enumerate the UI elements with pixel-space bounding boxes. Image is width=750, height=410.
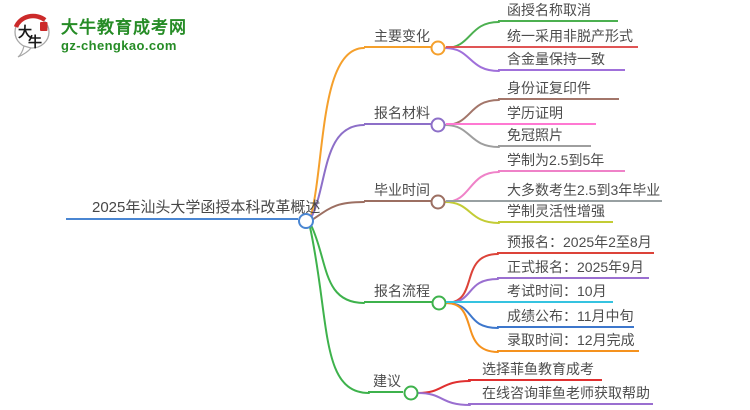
- leaf-advice-1: 选择菲鱼教育成考: [468, 360, 602, 381]
- leaf-materials-2: 学历证明: [446, 104, 596, 125]
- connector-main-changes-3: [444, 47, 500, 72]
- logo-char-bottom: 牛: [28, 34, 42, 50]
- connector-process-4: [445, 302, 499, 329]
- leaf-advice-2: 在线咨询菲鱼老师获取帮助: [468, 384, 653, 405]
- connector-root-to-advice: [309, 226, 370, 394]
- logo-bubble-icon: 大 牛: [13, 13, 50, 58]
- connector-graduation-3: [444, 201, 500, 224]
- leaf-process-3: 考试时间：10月: [446, 282, 613, 303]
- leaf-graduation-1: 学制为2.5到5年: [498, 151, 625, 172]
- connector-root-to-materials: [310, 124, 365, 219]
- branch-main-changes: 主要变化: [364, 27, 431, 48]
- graduation-junction-circle: [430, 194, 446, 210]
- site-logo[interactable]: 大 牛 大牛教育成考网 gz-chengkao.com: [12, 12, 187, 59]
- root-junction-circle: [298, 213, 314, 229]
- leaf-materials-1: 身份证复印件: [498, 79, 619, 100]
- process-junction-circle: [431, 295, 447, 311]
- leaf-process-5: 录取时间：12月完成: [497, 331, 639, 352]
- branch-graduation: 毕业时间: [364, 181, 431, 202]
- materials-junction-circle: [430, 117, 446, 133]
- leaf-process-1: 预报名：2025年2至8月: [497, 233, 654, 254]
- connector-materials-3: [444, 124, 500, 148]
- leaf-materials-3: 免冠照片: [498, 126, 591, 147]
- logo-seal: [40, 22, 48, 31]
- leaf-process-2: 正式报名：2025年9月: [497, 258, 649, 279]
- main-changes-junction-circle: [430, 40, 446, 56]
- logo-char-top: 大: [18, 24, 32, 40]
- advice-junction-circle: [403, 385, 419, 401]
- leaf-main-changes-2: 统一采用非脱产形式: [446, 27, 638, 48]
- branch-materials: 报名材料: [364, 104, 431, 125]
- connector-advice-1: [417, 380, 471, 394]
- connector-root-to-main-changes: [310, 47, 365, 217]
- connector-root-to-graduation: [311, 201, 365, 221]
- leaf-main-changes-3: 含金量保持一致: [498, 50, 625, 71]
- logo-site-domain: gz-chengkao.com: [61, 38, 177, 53]
- connector-root-to-process: [310, 224, 365, 304]
- mindmap-root-node: 2025年汕头大学函授本科改革概述: [66, 197, 320, 220]
- leaf-graduation-3: 学制灵活性增强: [498, 202, 613, 223]
- leaf-graduation-2: 大多数考生2.5到3年毕业: [446, 181, 662, 202]
- leaf-main-changes-1: 函授名称取消: [498, 1, 618, 22]
- leaf-process-4: 成绩公布：11月中旬: [497, 307, 634, 328]
- logo-site-name: 大牛教育成考网: [61, 18, 187, 37]
- logo-red-arc: [13, 13, 47, 28]
- branch-process: 报名流程: [364, 282, 432, 303]
- connector-advice-2: [417, 392, 471, 406]
- connector-process-5: [445, 302, 499, 353]
- branch-advice: 建议: [368, 372, 403, 393]
